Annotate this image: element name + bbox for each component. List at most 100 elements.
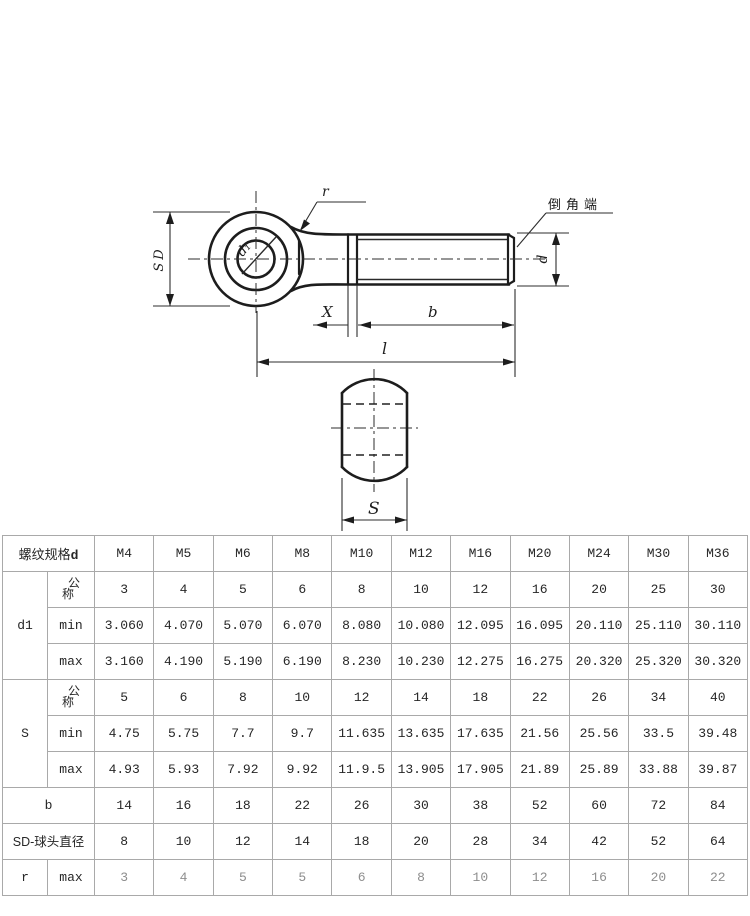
row-sublabel-cell: min (46, 607, 96, 644)
value-cell: 84 (687, 787, 749, 824)
center-lines (188, 191, 546, 492)
row-label-cell: d1 (2, 571, 48, 680)
value-cell: 21.56 (509, 715, 570, 752)
value-cell: 52 (509, 787, 570, 824)
value-cell: 20 (390, 823, 452, 860)
value-cell: 38 (450, 787, 511, 824)
value-cell: 25.320 (628, 643, 689, 680)
value-cell: 20.110 (568, 607, 630, 644)
size-header-cell: M36 (687, 535, 749, 572)
value-cell: 17.905 (450, 751, 511, 788)
value-cell: 30 (687, 571, 749, 608)
value-cell: 17.635 (450, 715, 511, 752)
value-cell: 10 (272, 679, 333, 716)
value-cell: 4.190 (153, 643, 214, 680)
value-cell: 33.5 (628, 715, 689, 752)
spec-header-cell: 螺纹规格d (1, 535, 96, 572)
value-cell: 5 (94, 679, 155, 716)
value-cell: 25.56 (568, 715, 630, 752)
value-cell: 3 (94, 859, 155, 896)
value-cell: 11.635 (331, 715, 392, 752)
size-header-cell: M24 (568, 535, 630, 572)
value-cell: 5 (272, 859, 333, 896)
dim-s: S (341, 478, 408, 531)
size-header-cell: M4 (94, 535, 155, 572)
value-cell: 8 (212, 679, 274, 716)
value-cell: 10 (153, 823, 214, 860)
value-cell: 8 (94, 823, 155, 860)
stacked-sublabel: 公称 (62, 576, 81, 601)
row-sublabel-cell: max (46, 859, 96, 896)
value-cell: 40 (687, 679, 749, 716)
callout-chamfer-end: 倒角端 (516, 197, 613, 248)
value-cell: 20 (568, 571, 630, 608)
value-cell: 14 (272, 823, 333, 860)
value-cell: 5.75 (153, 715, 214, 752)
size-header-cell: M5 (153, 535, 214, 572)
value-cell: 16 (568, 859, 630, 896)
size-header-cell: M12 (390, 535, 452, 572)
x-label: X (321, 303, 334, 321)
value-cell: 7.92 (212, 751, 274, 788)
value-cell: 34 (509, 823, 570, 860)
value-cell: 12 (450, 571, 511, 608)
value-cell: 33.88 (628, 751, 689, 788)
value-cell: 6.190 (272, 643, 333, 680)
row-sublabel-cell: 公称 (46, 571, 96, 608)
dim-x-b: X b (313, 285, 516, 377)
size-header-cell: M16 (450, 535, 511, 572)
value-cell: 9.92 (272, 751, 333, 788)
size-header-cell: M10 (331, 535, 392, 572)
value-cell: 5.93 (153, 751, 214, 788)
size-header-cell: M20 (509, 535, 570, 572)
dim-d: d (517, 232, 569, 287)
value-cell: 8 (390, 859, 452, 896)
value-cell: 30.320 (687, 643, 749, 680)
value-cell: 18 (331, 823, 392, 860)
value-cell: 16 (509, 571, 570, 608)
value-cell: 20.320 (568, 643, 630, 680)
value-cell: 5.190 (212, 643, 274, 680)
value-cell: 21.89 (509, 751, 570, 788)
value-cell: 8 (331, 571, 392, 608)
value-cell: 10 (390, 571, 452, 608)
r-label: r (322, 184, 330, 200)
value-cell: 7.7 (212, 715, 274, 752)
l-label: l (382, 339, 387, 358)
value-cell: 6 (272, 571, 333, 608)
value-cell: 12 (212, 823, 274, 860)
dim-r: r (300, 184, 366, 231)
value-cell: 39.87 (687, 751, 749, 788)
value-cell: 30.110 (687, 607, 749, 644)
row-label-cell: SD-球头直径 (1, 823, 96, 860)
value-cell: 26 (568, 679, 630, 716)
value-cell: 18 (212, 787, 274, 824)
chamfer-end-label: 倒角端 (548, 197, 602, 212)
value-cell: 11.9.5 (331, 751, 392, 788)
value-cell: 12 (331, 679, 392, 716)
value-cell: 18 (450, 679, 511, 716)
value-cell: 4.75 (94, 715, 155, 752)
value-cell: 22 (272, 787, 333, 824)
value-cell: 4.93 (94, 751, 155, 788)
value-cell: 10.080 (390, 607, 452, 644)
size-header-cell: M30 (628, 535, 689, 572)
value-cell: 16 (153, 787, 214, 824)
value-cell: 9.7 (272, 715, 333, 752)
value-cell: 6.070 (272, 607, 333, 644)
value-cell: 34 (628, 679, 689, 716)
row-sublabel-cell: max (46, 751, 96, 788)
value-cell: 3.160 (94, 643, 155, 680)
stacked-sublabel: 公称 (62, 684, 81, 709)
value-cell: 22 (509, 679, 570, 716)
value-cell: 22 (687, 859, 749, 896)
value-cell: 14 (390, 679, 452, 716)
value-cell: 72 (628, 787, 689, 824)
